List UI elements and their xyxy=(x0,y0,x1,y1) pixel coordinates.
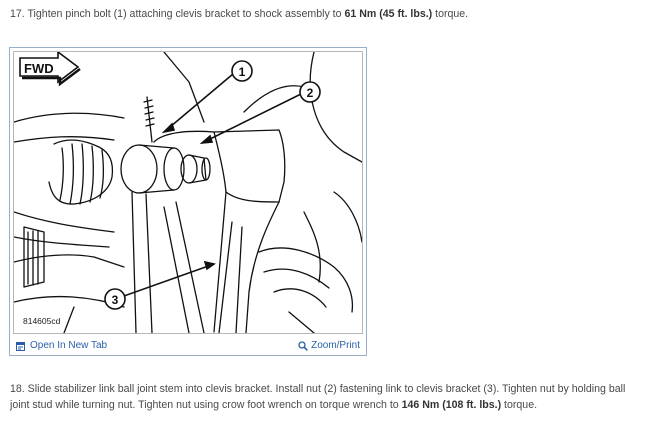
new-tab-icon xyxy=(16,341,25,351)
zoom-print-link[interactable]: Zoom/Print xyxy=(298,338,360,354)
step-17-instruction: 17. Tighten pinch bolt (1) attaching cle… xyxy=(10,6,640,22)
open-in-new-tab-label: Open In New Tab xyxy=(30,340,108,351)
illustration-figure: FWD 1 2 3 xyxy=(9,47,367,356)
suspension-line-art: FWD 1 2 3 xyxy=(14,52,362,333)
open-in-new-tab-link[interactable]: Open In New Tab xyxy=(16,338,107,354)
step-18-instruction: 18. Slide stabilizer link ball joint ste… xyxy=(10,381,640,413)
fwd-label: FWD xyxy=(24,61,54,76)
step-17-text: 17. Tighten pinch bolt (1) attaching cle… xyxy=(10,8,345,20)
figure-id: 814605cd xyxy=(22,316,62,326)
step-18-suffix: torque. xyxy=(501,399,538,411)
suspension-drawing: FWD 1 2 3 xyxy=(13,51,363,334)
svg-text:1: 1 xyxy=(239,65,246,79)
svg-text:2: 2 xyxy=(307,86,314,100)
svg-text:3: 3 xyxy=(112,293,119,307)
magnifier-icon xyxy=(298,341,308,351)
step-17-suffix: torque. xyxy=(432,8,469,20)
zoom-print-label: Zoom/Print xyxy=(311,340,360,351)
figure-toolbar: Open In New Tab Zoom/Print xyxy=(13,338,363,354)
callout-2: 2 xyxy=(299,81,321,103)
callout-1: 1 xyxy=(231,60,253,82)
fwd-arrow-icon: FWD xyxy=(19,52,81,87)
step-18-torque: 146 Nm (108 ft. lbs.) xyxy=(401,399,502,411)
step-18-text: 18. Slide stabilizer link ball joint ste… xyxy=(10,383,626,411)
callout-3: 3 xyxy=(104,288,126,310)
step-17-torque: 61 Nm (45 ft. lbs.) xyxy=(344,8,433,20)
